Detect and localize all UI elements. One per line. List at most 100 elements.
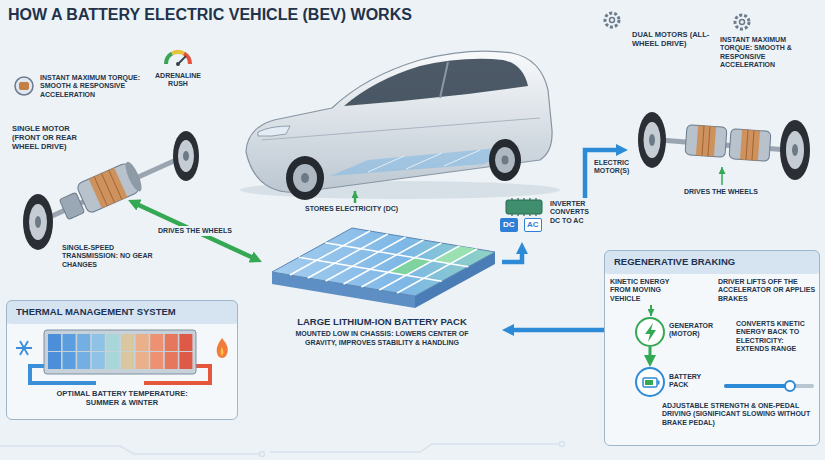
label-box: ADJUSTABLE STRENGTH & ONE-PEDAL DRIVING …	[662, 402, 816, 427]
inverter-box: DCACINVERTER CONVERTS DC TO AC	[500, 198, 600, 242]
regen-illustration	[645, 380, 653, 385]
gear-icon	[605, 13, 619, 27]
title: HOW A BATTERY ELECTRIC VEHICLE (BEV) WOR…	[8, 5, 412, 24]
battery-pack: LARGE LITHIUM-ION BATTERY PACKMOUNTED LO…	[262, 222, 502, 347]
callout-label: DRIVER LIFTS OFF THE ACCELERATOR OR APPL…	[718, 278, 818, 303]
dual-motor-assembly	[746, 130, 754, 160]
battery-pack-illustration	[299, 243, 469, 282]
thermal-illustration	[44, 330, 196, 374]
gear-icon	[735, 15, 749, 29]
battery-pack-illustration	[361, 243, 477, 293]
thermal-illustration	[121, 352, 134, 369]
gear-icon	[610, 18, 615, 23]
icon-circle: GENERATOR (MOTOR)	[635, 317, 665, 347]
callout-label: KINETIC ENERGY FROM MOVING VEHICLE	[610, 278, 676, 303]
dual-motor-assembly	[729, 129, 771, 162]
label-box: ADRENALINE RUSH	[150, 72, 206, 89]
car-illustration	[286, 156, 324, 200]
motor-icon	[19, 82, 29, 90]
thermal-illustration	[165, 352, 178, 369]
dual-motor-assembly	[702, 126, 710, 156]
thermal-illustration	[92, 352, 105, 369]
single-motor-assembly	[35, 216, 41, 228]
inverter-chip	[506, 198, 542, 216]
node-text: MOUNTED LOW IN CHASSIS: LOWERS CENTER OF…	[289, 330, 475, 347]
inverter-chip	[506, 200, 542, 214]
thermal-illustration	[63, 352, 76, 369]
node-heading: BATTERY PACK	[669, 373, 715, 390]
regen-illustration	[645, 323, 656, 342]
thermal-illustration	[221, 347, 224, 356]
thermal-illustration	[77, 334, 90, 351]
thermal-illustration	[179, 334, 192, 351]
node-heading: DUAL MOTORS (ALL-WHEEL DRIVE)	[632, 30, 716, 48]
single-motor-assembly	[89, 168, 128, 209]
regen-illustration	[785, 381, 795, 391]
battery-pack-illustration	[272, 228, 495, 296]
gauge-icon	[184, 54, 190, 64]
dual-motor-assembly	[649, 134, 655, 146]
gauge-icon	[176, 62, 180, 66]
thermal-illustration	[92, 334, 105, 351]
thermal-illustration	[16, 330, 228, 383]
title-box: HOW A BATTERY ELECTRIC VEHICLE (BEV) WOR…	[8, 5, 412, 24]
motor-icon	[15, 77, 33, 95]
dual-motor-assembly	[685, 125, 727, 158]
thermal-illustration	[136, 334, 149, 351]
regen-panel-ground	[604, 250, 820, 446]
flow-arrow	[509, 328, 604, 333]
label-box: CONVERTS KINETIC ENERGY BACK TO ELECTRIC…	[736, 320, 816, 354]
dual-motor-assembly	[780, 120, 810, 180]
node-heading: GENERATOR (MOTOR)	[669, 322, 731, 339]
circuit-decor	[260, 452, 265, 457]
regen-illustration	[726, 384, 812, 388]
node-heading: DC	[500, 218, 518, 232]
thermal-illustration	[179, 352, 192, 369]
single-motor-assembly	[23, 194, 53, 250]
callout-label: ADJUSTABLE STRENGTH & ONE-PEDAL DRIVING …	[662, 402, 816, 427]
thermal-illustration	[121, 334, 134, 351]
callout-label: ADRENALINE RUSH	[150, 72, 206, 89]
node-heading: THERMAL MANAGEMENT SYSTEM	[7, 301, 237, 323]
thermal-illustration	[48, 352, 61, 369]
regen-panel-ground	[604, 250, 820, 446]
callout-label: INSTANT MAXIMUM TORQUE: SMOOTH & RESPONS…	[40, 74, 142, 99]
car-illustration	[502, 156, 509, 165]
single-motor-assembly	[173, 131, 199, 181]
gauge-icon	[166, 52, 190, 66]
dual-motor-assembly	[685, 125, 727, 158]
store-arrow	[354, 191, 357, 203]
info-panel: THERMAL MANAGEMENT SYSTEMOPTIMAL BATTERY…	[6, 300, 238, 420]
single-motor-assembly	[178, 140, 194, 172]
regen-illustration	[643, 378, 657, 387]
car-illustration	[240, 51, 560, 200]
car-illustration	[344, 59, 528, 106]
dual-motor-assembly	[638, 112, 810, 180]
car-illustration	[262, 118, 540, 140]
single-motor-assembly	[94, 170, 122, 206]
thermal-illustration	[106, 334, 119, 351]
car-illustration	[489, 139, 521, 181]
thermal-illustration	[217, 338, 228, 358]
label-box: INSTANT MAXIMUM TORQUE: SMOOTH & RESPONS…	[720, 36, 818, 70]
car-illustration	[258, 126, 290, 136]
thermal-illustration	[150, 352, 163, 369]
dual-motor-assembly	[696, 125, 716, 156]
circuit-decor	[560, 442, 565, 447]
flow-arrow	[649, 347, 652, 360]
circuit-decor	[0, 442, 565, 457]
thermal-illustration	[16, 341, 32, 355]
flow-arrow	[502, 249, 522, 262]
dual-motor-assembly	[644, 122, 661, 158]
single-motor-assembly	[29, 204, 47, 240]
callout-label: DRIVES THE WHEELS	[684, 188, 758, 196]
gear-icon	[740, 20, 745, 25]
circuit-decor	[270, 444, 560, 452]
single-motor-assembly	[183, 151, 189, 161]
single-motor-assembly	[123, 160, 145, 193]
thermal-panel-ground	[6, 300, 238, 420]
thermal-illustration	[106, 352, 119, 369]
callout-label: CONVERTS KINETIC ENERGY BACK TO ELECTRIC…	[736, 320, 816, 354]
